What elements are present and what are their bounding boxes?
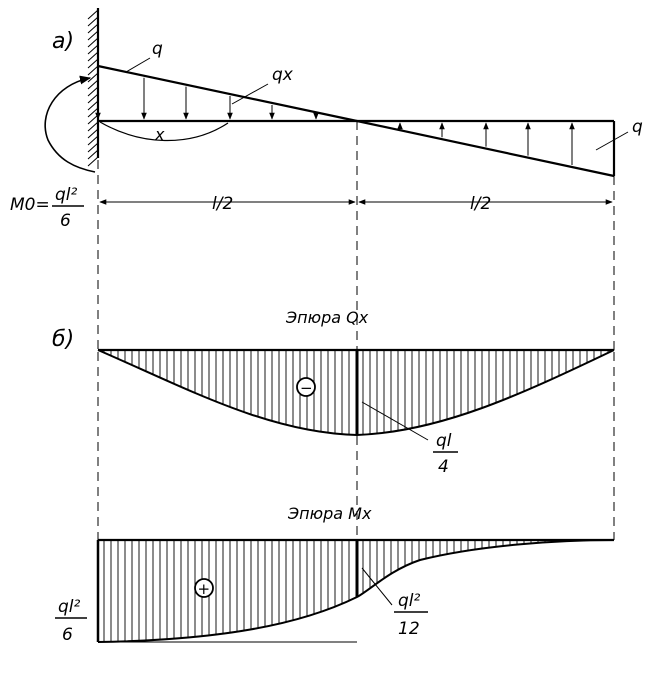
load-arrows <box>95 68 575 166</box>
projection-lines <box>97 121 615 540</box>
wall-support <box>87 8 100 167</box>
q-mid-denominator: 4 <box>438 457 449 477</box>
q-diagram: − <box>97 348 615 437</box>
m0-prefix: M0= <box>10 195 50 215</box>
load-line-left <box>97 64 358 123</box>
x-label: x <box>154 125 165 144</box>
m-left-denominator: 6 <box>62 625 73 645</box>
m-mid-denominator: 12 <box>398 619 420 639</box>
qx-leader <box>231 83 269 105</box>
plus-sign-circle <box>194 578 214 598</box>
q-mid-leader <box>361 401 429 441</box>
minus-sign: − <box>300 379 313 397</box>
qx-label: qx <box>272 65 294 85</box>
span-left-label: l/2 <box>212 194 233 214</box>
load-line-right <box>356 119 615 178</box>
m-diagram: + <box>96 538 615 643</box>
x-dimension-curve <box>99 121 229 142</box>
m-left-numerator: ql² <box>58 597 81 617</box>
part-a-label: а) <box>52 29 74 54</box>
m0-numerator: ql² <box>55 185 78 205</box>
minus-sign-circle <box>296 377 316 397</box>
m0-denominator: 6 <box>60 211 71 231</box>
q-mid-numerator: ql <box>436 431 452 451</box>
q-left-label: q <box>152 39 163 59</box>
m-mid-leader <box>361 567 393 606</box>
moment-arrow <box>44 75 96 173</box>
plus-sign: + <box>198 580 211 598</box>
q-left-leader <box>125 57 151 73</box>
q-right-label: q <box>632 117 643 137</box>
m-mid-numerator: ql² <box>398 591 421 611</box>
q-right-leader <box>595 131 629 151</box>
m-diagram-title: Эпюра Mx <box>287 504 372 523</box>
span-right-label: l/2 <box>470 194 491 214</box>
part-b-label: б) <box>52 327 74 352</box>
q-diagram-title: Эпюра Qx <box>285 308 369 327</box>
